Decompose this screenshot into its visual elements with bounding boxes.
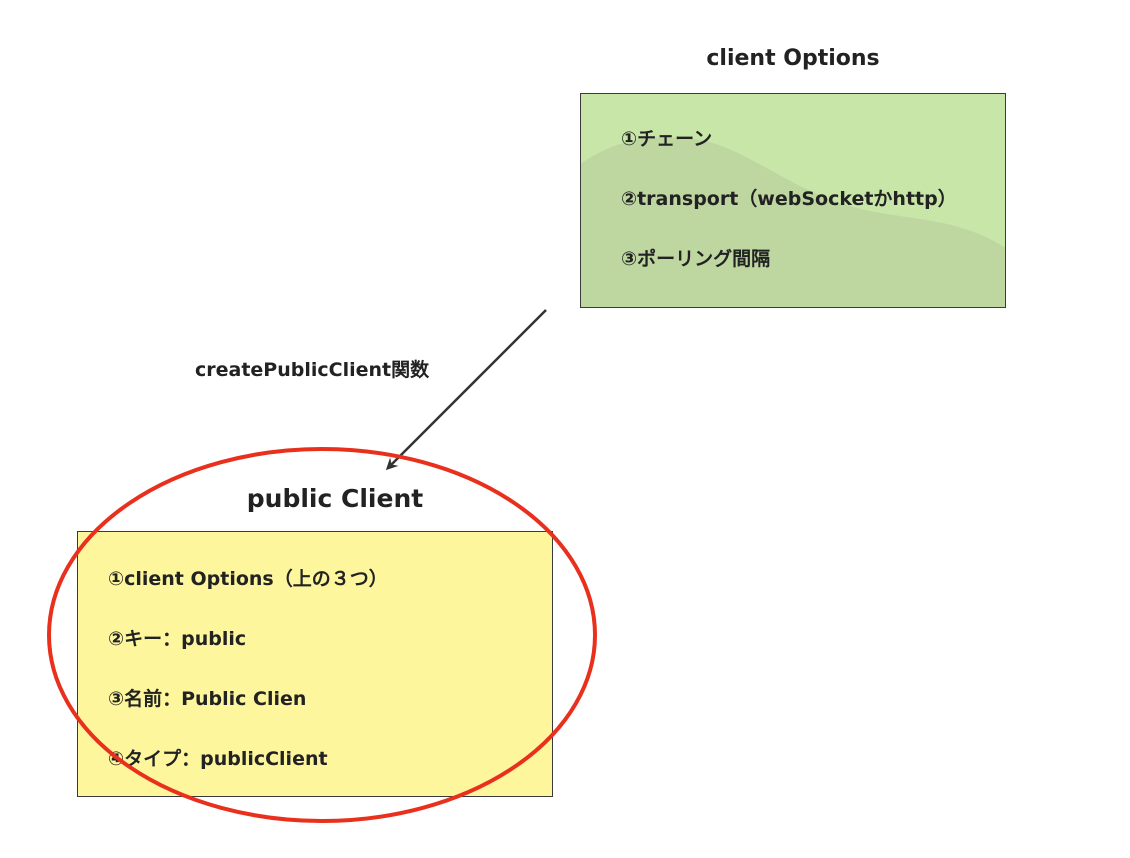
public-client-item-type: ④タイプ：publicClient xyxy=(108,748,328,770)
public-client-item-options: ①client Options（上の３つ） xyxy=(108,568,388,590)
public-client-node[interactable]: ①client Options（上の３つ） ②キー：public ③名前：Pub… xyxy=(77,531,553,797)
client-options-item-chain: ①チェーン xyxy=(621,128,713,150)
client-options-item-polling: ③ポーリング間隔 xyxy=(621,248,771,270)
connector-arrow xyxy=(385,309,547,471)
public-client-title: public Client xyxy=(246,484,424,513)
client-options-node[interactable]: ①チェーン ②transport（webSocketかhttp） ③ポーリング間… xyxy=(580,93,1006,308)
public-client-item-name: ③名前：Public Clien xyxy=(108,688,307,710)
public-client-item-key: ②キー：public xyxy=(108,628,247,650)
client-options-item-transport: ②transport（webSocketかhttp） xyxy=(621,188,957,210)
client-options-title: client Options xyxy=(706,46,880,71)
client-options-shading xyxy=(581,137,1005,307)
edge-label: createPublicClient関数 xyxy=(195,359,430,381)
